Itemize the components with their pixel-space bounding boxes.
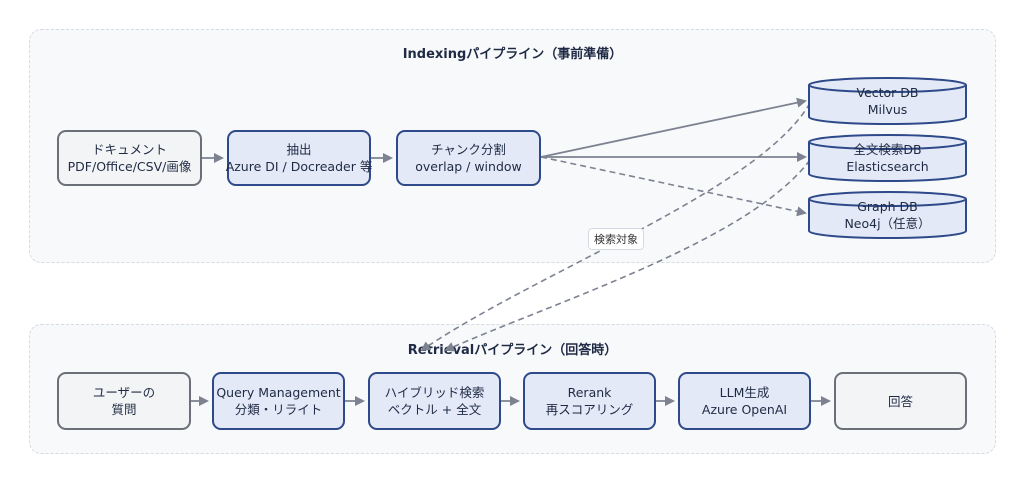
node-rerank-line1: Rerank [567,385,612,400]
node-query-line2: 分類・リライト [234,402,323,417]
node-query-line1: Query Management [216,385,341,400]
db-vector-cylinder [808,76,967,126]
node-question-line1: ユーザーの [92,385,156,400]
node-extract-line1: 抽出 [286,142,312,157]
db-vector: Vector DB Milvus [808,76,967,126]
db-fulltext-line1: 全文検索DB [853,142,922,157]
db-vector-line2: Milvus [867,102,908,117]
db-fulltext-cylinder [808,133,967,183]
db-fulltext: 全文検索DB Elasticsearch [808,133,967,183]
node-extract: 抽出 Azure DI / Docreader 等 [225,130,373,186]
edge-label-search-target: 検索対象 [588,228,644,250]
node-document-line2: PDF/Office/CSV/画像 [67,159,192,174]
db-vector-line1: Vector DB [856,85,919,100]
edge-fulltext-hybrid [444,159,811,352]
node-chunk-line2: overlap / window [415,159,522,174]
retrieval-title: Retrievalパイプライン（回答時） [407,343,618,358]
node-chunk: チャンク分割 overlap / window [396,130,541,186]
node-chunk-line1: チャンク分割 [431,142,506,157]
node-rerank: Rerank 再スコアリング [523,372,656,430]
node-question: ユーザーの 質問 [57,372,191,430]
node-hybrid-line1: ハイブリッド検索 [384,385,485,400]
node-answer: 回答 [834,372,967,430]
node-query-management: Query Management 分類・リライト [212,372,345,430]
db-graph-line2: Neo4j（任意） [844,216,931,231]
db-graph: Graph DB Neo4j（任意） [808,190,967,240]
db-graph-cylinder [808,190,967,240]
node-llm-line2: Azure OpenAI [701,402,788,417]
node-answer-label: 回答 [887,393,913,409]
node-hybrid-search: ハイブリッド検索 ベクトル + 全文 [368,372,501,430]
node-hybrid-line2: ベクトル + 全文 [387,402,482,417]
node-llm-line1: LLM生成 [719,385,770,400]
node-document-line1: ドキュメント [91,142,167,157]
edge-chunk-graph [540,156,807,217]
node-extract-line2: Azure DI / Docreader 等 [225,159,373,174]
node-llm: LLM生成 Azure OpenAI [678,372,811,430]
indexing-title: Indexingパイプライン（事前準備） [402,47,623,62]
edge-chunk-vector [540,97,807,158]
node-rerank-line2: 再スコアリング [545,402,634,417]
db-graph-line1: Graph DB [857,199,918,214]
node-document: ドキュメント PDF/Office/CSV/画像 [57,130,202,186]
node-question-line2: 質問 [111,402,137,417]
db-fulltext-line2: Elasticsearch [846,159,929,174]
